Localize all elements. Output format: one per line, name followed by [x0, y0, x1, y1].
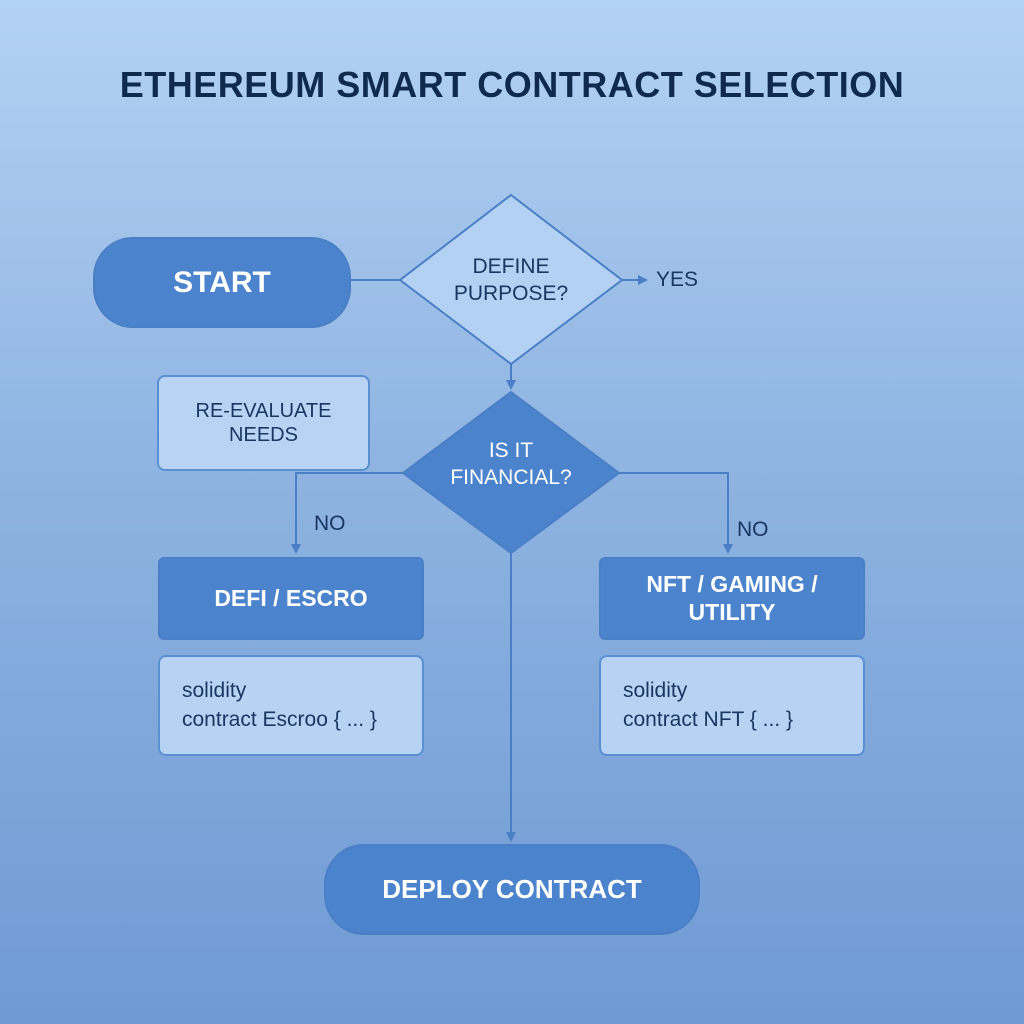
- nft-gaming-line-1: NFT / GAMING /: [646, 570, 818, 597]
- edge-financial-nft: [619, 472, 733, 554]
- is-financial-line-2: FINANCIAL?: [450, 466, 572, 489]
- nft-gaming-line-2: UTILITY: [688, 598, 776, 625]
- escrow-code-line-1: solidity: [182, 679, 247, 703]
- define-purpose-line-2: PURPOSE?: [453, 282, 569, 305]
- edge-financial-defi: [291, 472, 403, 554]
- is-financial-diamond: [401, 390, 621, 555]
- nft-gaming-utility-node: NFT / GAMING / UTILITY: [599, 557, 865, 640]
- escrow-code-line-2: contract Escroo { ... }: [182, 707, 377, 731]
- defi-escrow-label: DEFI / ESCRO: [214, 584, 368, 611]
- nft-code-snippet: solidity contract NFT { ... }: [599, 655, 865, 756]
- define-purpose-line-1: DEFINE: [472, 254, 550, 278]
- deploy-contract-label: DEPLOY CONTRACT: [382, 873, 642, 904]
- define-purpose-text: DEFINE PURPOSE?: [430, 246, 592, 314]
- start-label: START: [173, 265, 271, 299]
- nft-code-line-1: solidity: [623, 679, 688, 703]
- no-right-label: NO: [737, 518, 769, 541]
- is-financial-text: IS IT FINANCIAL?: [430, 430, 592, 498]
- escrow-code-snippet: solidity contract Escroo { ... }: [158, 655, 424, 756]
- no-left-label: NO: [314, 512, 346, 535]
- nft-code-line-2: contract NFT { ... }: [623, 707, 794, 731]
- yes-label: YES: [656, 268, 699, 291]
- reevaluate-line-1: RE-EVALUATE: [195, 400, 332, 422]
- defi-escrow-node: DEFI / ESCRO: [158, 557, 424, 640]
- reevaluate-line-2: NEEDS: [229, 424, 298, 446]
- diagram-title: ETHEREUM SMART CONTRACT SELECTION: [119, 64, 905, 105]
- reevaluate-needs-node: RE-EVALUATE NEEDS: [157, 375, 370, 471]
- start-node: START: [93, 237, 351, 328]
- is-financial-line-1: IS IT: [488, 438, 534, 462]
- deploy-contract-node: DEPLOY CONTRACT: [324, 844, 700, 935]
- define-purpose-diamond: [398, 193, 624, 366]
